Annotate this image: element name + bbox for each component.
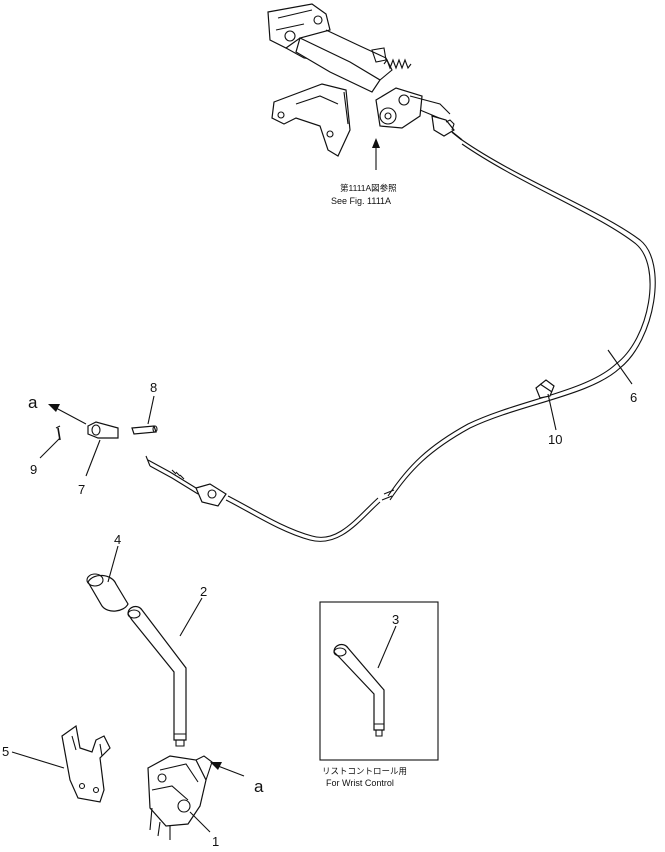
inset-frame	[319, 601, 439, 761]
arrow-line-bottom	[217, 765, 245, 777]
lever-knob	[86, 573, 129, 612]
clevis-pin-group	[55, 421, 158, 441]
callout-2: 2	[200, 584, 207, 599]
inset-caption-en: For Wrist Control	[326, 778, 394, 788]
arrow-line-top	[55, 407, 87, 425]
reference-jp: 第1111A図参照	[340, 183, 397, 193]
control-cable	[145, 139, 656, 542]
callout-6: 6	[630, 390, 637, 405]
callout-4: 4	[114, 532, 121, 547]
inset-caption-jp: リストコントロール用	[322, 766, 407, 776]
control-valve	[147, 755, 213, 840]
marker-a-bottom: a	[254, 777, 264, 796]
callout-9: 9	[30, 462, 37, 477]
lever-rod	[127, 605, 187, 747]
leader-lines	[11, 349, 633, 833]
wrist-control-lever	[333, 643, 385, 737]
mounting-bracket	[61, 724, 111, 803]
arrow-head-top	[48, 404, 60, 412]
callout-5: 5	[2, 744, 9, 759]
callout-8: 8	[150, 380, 157, 395]
clevis	[87, 421, 119, 439]
pedal-bracket-assembly	[267, 3, 463, 157]
marker-a-top: a	[28, 393, 38, 412]
callout-1: 1	[212, 834, 219, 847]
reference-en: See Fig. 1111A	[331, 196, 391, 206]
callout-3: 3	[392, 612, 399, 627]
pin	[131, 425, 157, 435]
arrow-head-bottom	[210, 762, 222, 770]
callout-10: 10	[548, 432, 562, 447]
reference-arrowhead	[372, 138, 380, 148]
callout-7: 7	[78, 482, 85, 497]
